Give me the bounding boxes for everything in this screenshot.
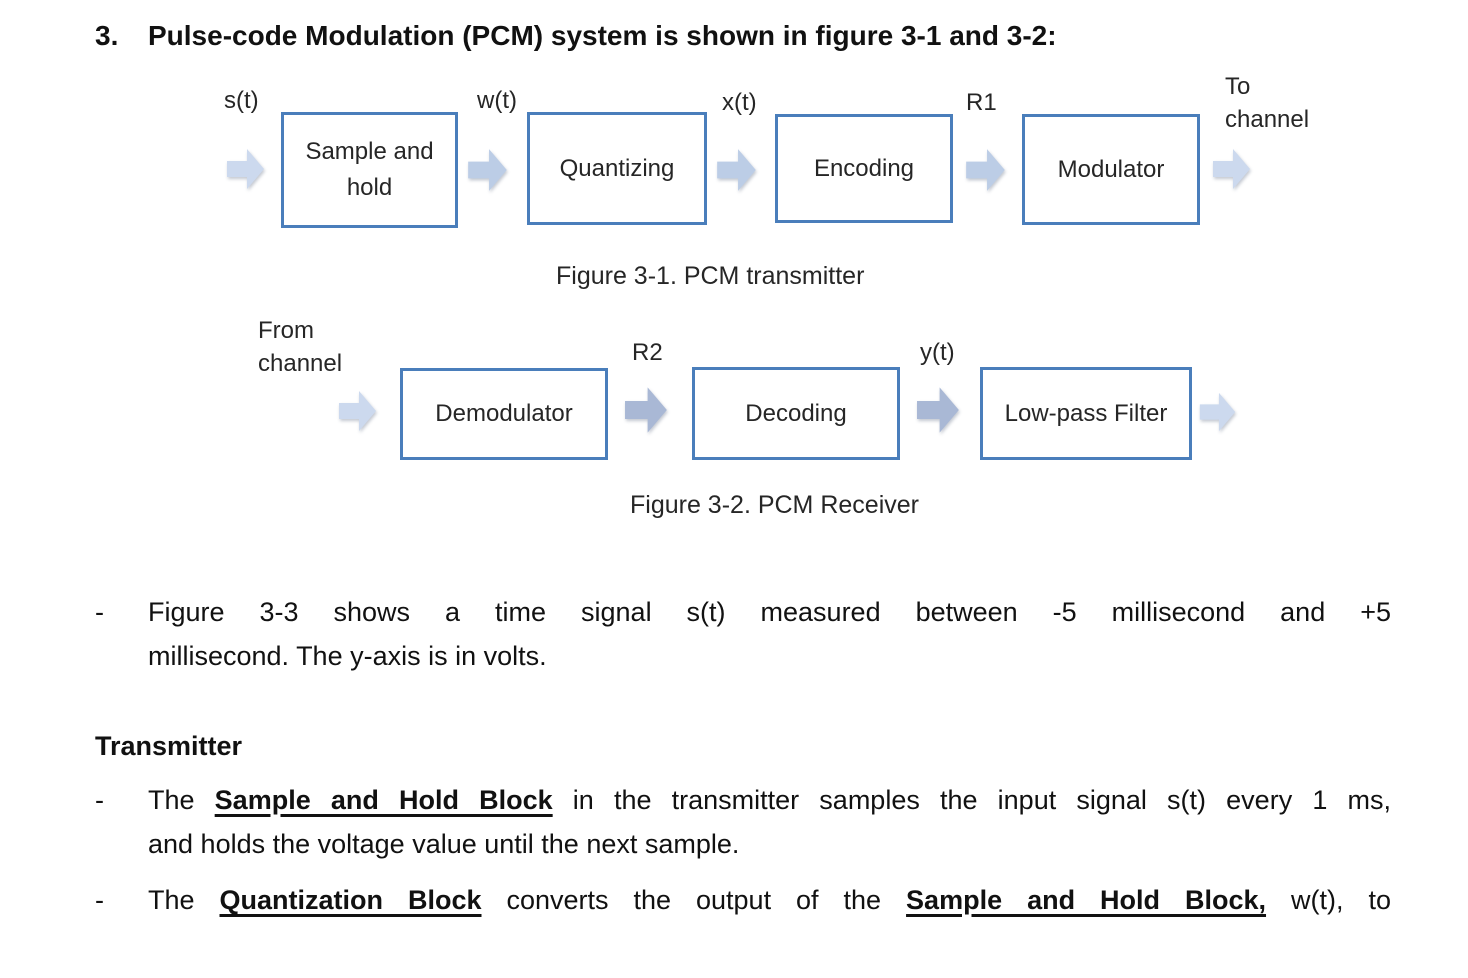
bullet-dash: - — [95, 885, 104, 915]
signal-label-wt: w(t) — [477, 87, 517, 114]
block-label: Low-pass Filter — [1004, 399, 1168, 427]
arrow-right-icon — [1212, 146, 1252, 192]
bullet-dash: - — [95, 785, 104, 815]
bullet-line: The Quantization Block converts the outp… — [148, 885, 1391, 915]
figure-3-2: From channel Demodulator R2 Decoding y(t… — [0, 300, 1468, 540]
bullet-line: millisecond. The y-axis is in volts. — [148, 641, 547, 671]
signal-label-r2: R2 — [632, 339, 663, 366]
sample-and-hold-block-term: Sample and Hold Block — [214, 785, 553, 815]
signal-label-from-channel: From channel — [258, 317, 343, 377]
bullet-quantization: - The Quantization Block converts the ou… — [95, 878, 1391, 922]
bullet-figure-3-3: - Figure 3-3 shows a time signal s(t) me… — [95, 590, 1391, 678]
signal-label-st: s(t) — [224, 87, 259, 114]
arrow-right-icon — [966, 146, 1006, 194]
figure-3-1: s(t) Sample and hold w(t) Quantizing x(t… — [0, 0, 1468, 300]
arrow-right-icon — [1198, 390, 1238, 434]
block-label: Encoding — [813, 154, 915, 182]
sample-and-hold-block-term: Sample and Hold Block, — [906, 885, 1267, 915]
figure-3-1-caption: Figure 3-1. PCM transmitter — [556, 262, 865, 290]
question-number: 3. — [95, 20, 119, 51]
transmitter-heading: Transmitter — [95, 731, 243, 761]
arrow-right-icon — [227, 146, 265, 192]
block-quantizing: Quantizing — [527, 112, 707, 225]
block-label: Quantizing — [559, 154, 675, 182]
bullet-line: Figure 3-3 shows a time signal s(t) meas… — [148, 597, 1391, 627]
quantization-block-term: Quantization Block — [219, 885, 482, 915]
bullet-sample-hold: - The Sample and Hold Block in the trans… — [95, 778, 1391, 866]
bullet-line: The Sample and Hold Block in the transmi… — [148, 785, 1391, 815]
arrow-right-icon — [338, 388, 378, 434]
block-label: Decoding — [745, 399, 847, 427]
bullet-dash: - — [95, 597, 104, 627]
arrow-right-icon — [468, 146, 508, 194]
arrow-right-icon — [624, 384, 669, 436]
arrow-right-icon — [916, 384, 961, 436]
block-demodulator: Demodulator — [400, 368, 608, 460]
block-decoding: Decoding — [692, 367, 900, 460]
signal-label-yt: y(t) — [920, 339, 955, 366]
signal-label-xt: x(t) — [722, 89, 757, 116]
signal-label-r1: R1 — [966, 89, 997, 116]
block-encoding: Encoding — [775, 114, 953, 223]
arrow-right-icon — [717, 146, 757, 194]
bullet-line: and holds the voltage value until the ne… — [148, 829, 740, 859]
block-label: Demodulator — [435, 400, 573, 427]
question-heading: 3. Pulse-code Modulation (PCM) system is… — [95, 16, 1057, 56]
block-label: Modulator — [1057, 155, 1165, 183]
block-label: Sample and — [305, 138, 434, 165]
figure-3-2-caption: Figure 3-2. PCM Receiver — [630, 491, 919, 519]
question-text: Pulse-code Modulation (PCM) system is sh… — [148, 20, 1057, 51]
block-modulator: Modulator — [1022, 114, 1200, 225]
signal-label-to-channel: To channel — [1225, 73, 1310, 133]
block-label: hold — [346, 174, 393, 201]
block-lowpass-filter: Low-pass Filter — [980, 367, 1192, 460]
block-sample-and-hold: Sample and hold — [281, 112, 458, 228]
